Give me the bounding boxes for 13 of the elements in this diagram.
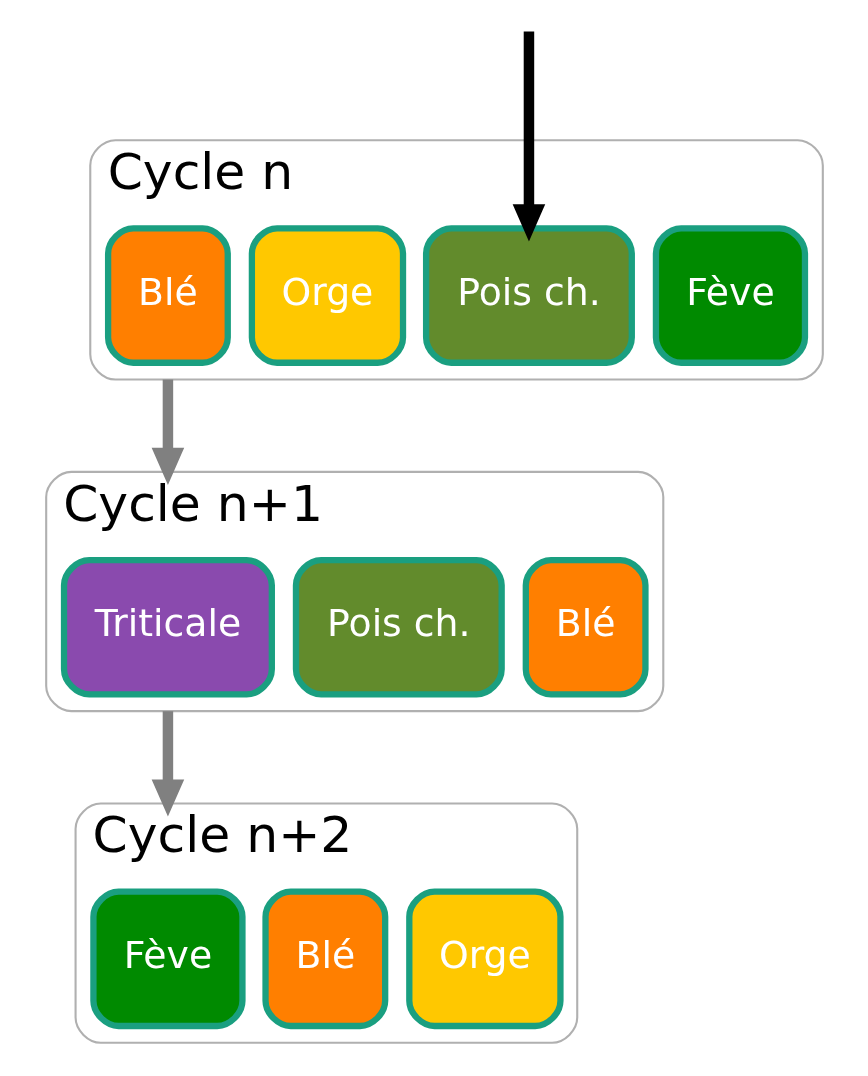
node-box: Triticale: [60, 556, 275, 698]
node-box: Orge: [248, 225, 406, 366]
node-box: Blé: [522, 556, 649, 698]
arrow: [151, 379, 184, 485]
node-box: Fève: [652, 225, 808, 366]
node-box: Pois ch.: [292, 556, 505, 698]
node-box: Pois ch.: [422, 225, 635, 366]
arrow: [512, 31, 545, 242]
node-box: Orge: [405, 888, 564, 1030]
node-box: Blé: [261, 888, 388, 1030]
node-box: Blé: [104, 225, 231, 366]
arrow: [151, 711, 184, 817]
node-box: Fève: [89, 888, 246, 1030]
